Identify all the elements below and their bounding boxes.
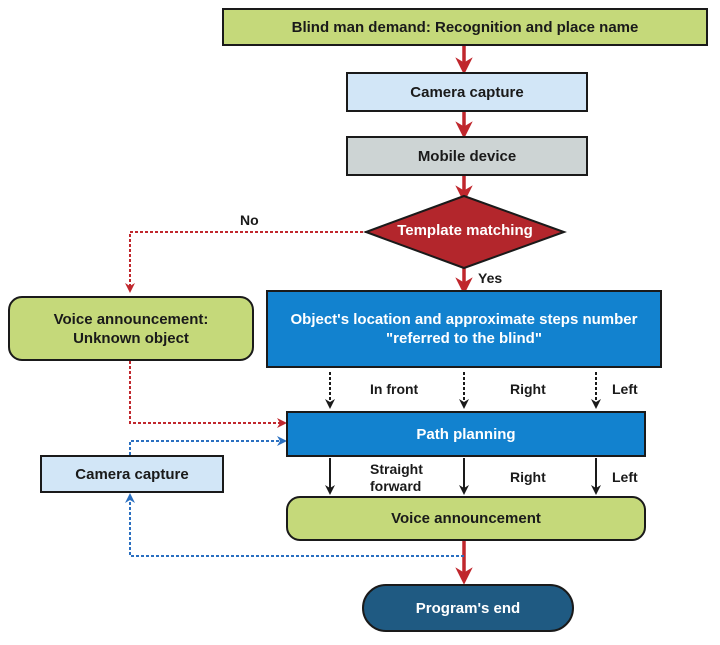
voice-announcement-box: Voice announcement: [286, 496, 646, 541]
object-location-line1: Object's location and approximate steps …: [290, 311, 638, 328]
demand-label: Blind man demand: Recognition and place …: [291, 18, 639, 36]
mobile-device-box: Mobile device: [346, 136, 588, 176]
voice-announcement-label: Voice announcement: [391, 510, 541, 527]
program-end-label: Program's end: [415, 599, 521, 617]
arrow-camera-side-to-path: [129, 436, 287, 455]
template-matching-diamond: [363, 194, 567, 270]
camera-capture-side-label: Camera capture: [75, 465, 189, 483]
voice-unknown-line2: Unknown object: [73, 329, 189, 347]
edge-label-no: No: [240, 212, 259, 228]
program-end-terminal: Program's end: [362, 584, 574, 632]
edge-label-straight-line1: Straight: [370, 461, 423, 477]
object-location-line2: "referred to the blind": [386, 330, 542, 347]
arrow-matching-no: [125, 231, 368, 293]
camera-capture-side-box: Camera capture: [40, 455, 224, 493]
camera-capture-top-label: Camera capture: [410, 83, 524, 101]
arrow-unknown-to-path: [129, 361, 287, 428]
voice-unknown-box: Voice announcement: Unknown object: [8, 296, 254, 361]
edge-label-right-2: Right: [510, 469, 546, 485]
edge-label-straight-forward: Straight forward: [370, 461, 423, 495]
path-planning-box: Path planning: [286, 411, 646, 457]
demand-box: Blind man demand: Recognition and place …: [222, 8, 708, 46]
camera-capture-top-box: Camera capture: [346, 72, 588, 112]
edge-label-yes: Yes: [478, 270, 503, 286]
arrow-voice-to-camera-side: [125, 493, 464, 557]
voice-unknown-line1: Voice announcement:: [53, 310, 209, 328]
path-planning-label: Path planning: [416, 425, 516, 443]
edge-label-right-1: Right: [510, 381, 546, 397]
mobile-device-label: Mobile device: [417, 147, 517, 165]
edge-label-left-2: Left: [612, 469, 638, 485]
template-matching-label: Template matching: [397, 222, 533, 239]
edge-label-left-1: Left: [612, 381, 638, 397]
edge-label-in-front: In front: [370, 381, 419, 397]
object-location-box: Object's location and approximate steps …: [266, 290, 662, 368]
edge-label-straight-line2: forward: [370, 478, 422, 494]
